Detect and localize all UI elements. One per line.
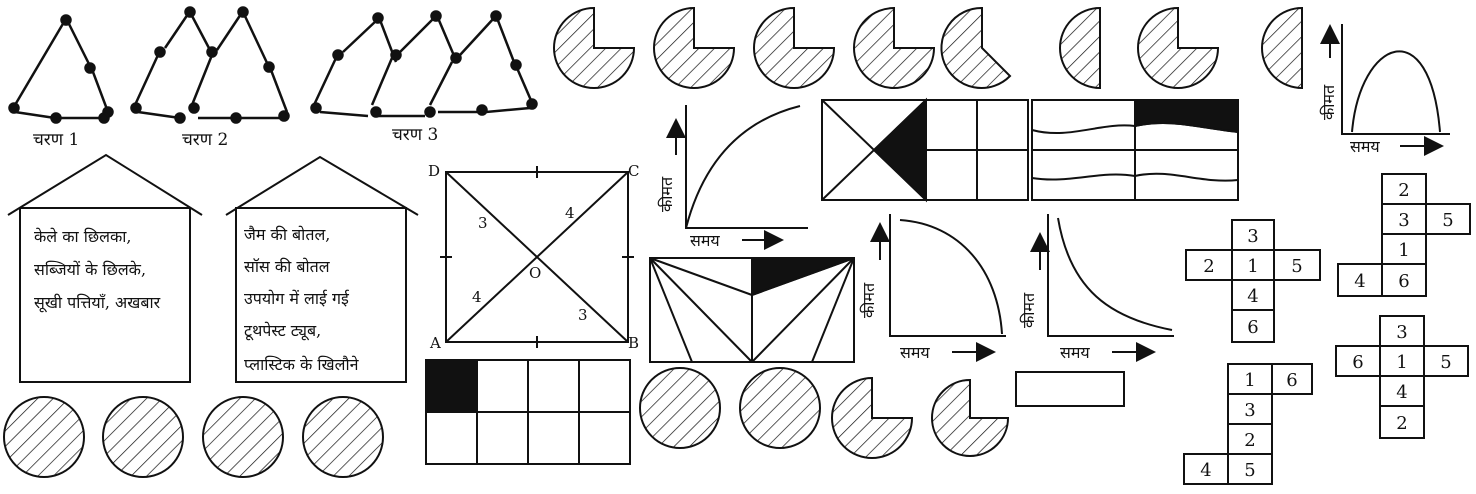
segment-do-label: 3 <box>478 214 488 232</box>
house-1-line-2: सब्जियों के छिलके, <box>34 260 146 279</box>
pie-three-quarter-bottom-1 <box>831 376 914 459</box>
net1-top: 3 <box>1247 226 1258 247</box>
vertex-a-label: A <box>429 334 441 352</box>
step-1-label: चरण 1 <box>33 130 79 150</box>
box-fan-triangles <box>649 257 855 363</box>
house-2-text: जैम की बोतल, सॉस की बोतल उपयोग में लाई ग… <box>244 225 360 374</box>
graph-decreasing-concave <box>870 214 1006 362</box>
graph-rising <box>666 105 808 250</box>
cube-net-2 <box>1337 173 1471 297</box>
pie-three-quarter-4 <box>853 6 936 89</box>
matchstick-step-1 <box>8 14 114 124</box>
square-abcd <box>440 166 634 348</box>
grid-2x4 <box>425 359 631 465</box>
vertex-c-label: C <box>628 162 639 180</box>
graph-4-xlabel: समय <box>1060 343 1090 362</box>
net4-right: 5 <box>1440 352 1451 373</box>
graph-inverted-u <box>1320 24 1450 156</box>
net1-below1: 4 <box>1247 286 1258 307</box>
net3-r2: 3 <box>1244 400 1255 421</box>
segment-ao-label: 4 <box>472 288 482 306</box>
full-circle <box>202 396 284 478</box>
net4-center: 1 <box>1396 352 1407 373</box>
pie-full-bottom-2 <box>739 367 821 449</box>
full-circle <box>3 396 85 478</box>
pie-half-2 <box>1261 6 1303 90</box>
cube-net-1 <box>1185 219 1321 343</box>
pie-half-1 <box>1059 6 1101 90</box>
pie-three-quarter-3 <box>753 6 836 89</box>
full-circle <box>102 396 184 478</box>
graph-4-ylabel: कीमत <box>1019 292 1038 328</box>
pie-full-bottom-1 <box>639 367 721 449</box>
pie-three-quarter-1 <box>553 6 636 89</box>
net3-r4b: 5 <box>1244 460 1255 481</box>
net1-left: 2 <box>1203 256 1214 277</box>
graph-3-xlabel: समय <box>900 343 930 362</box>
net3-r4a: 4 <box>1200 460 1211 481</box>
net2-r1: 2 <box>1398 180 1409 201</box>
segment-ob-label: 3 <box>578 306 588 324</box>
graph-1-xlabel: समय <box>690 231 720 250</box>
pie-three-quarter-5 <box>1137 6 1220 89</box>
house-2-line-5: प्लास्टिक के खिलौने <box>244 355 360 374</box>
net3-r1a: 1 <box>1244 370 1255 391</box>
matchstick-step-3 <box>310 10 538 118</box>
house-1-line-3: सूखी पत्तियाँ, अखबार <box>34 293 161 313</box>
house-2-line-3: उपयोग में लाई गई <box>244 289 350 308</box>
net4-below2: 2 <box>1396 413 1407 434</box>
net3-r3: 2 <box>1244 430 1255 451</box>
net2-r2a: 3 <box>1398 210 1409 231</box>
pie-three-quarter-2 <box>653 6 736 89</box>
vertex-d-label: D <box>428 162 440 180</box>
blank-box <box>1015 371 1125 407</box>
net2-r4a: 4 <box>1354 271 1365 292</box>
net3-r1b: 6 <box>1286 370 1297 391</box>
net2-r2b: 5 <box>1442 210 1453 231</box>
house-2-line-2: सॉस की बोतल <box>244 257 331 276</box>
graph-decreasing-convex <box>1030 214 1174 362</box>
box-wavy-bands <box>1031 99 1239 201</box>
house-non-biodegradable <box>225 155 419 383</box>
house-biodegradable <box>7 153 203 383</box>
net1-right: 5 <box>1291 256 1302 277</box>
house-1-text: केले का छिलका, सब्जियों के छिलके, सूखी प… <box>34 227 161 313</box>
full-circles-row <box>3 396 384 478</box>
net4-top: 3 <box>1396 322 1407 343</box>
house-1-line-1: केले का छिलका, <box>34 227 131 246</box>
graph-3-ylabel: कीमत <box>859 282 878 318</box>
square-labels: D C A B O 3 4 4 3 <box>428 162 639 352</box>
step-2-label: चरण 2 <box>182 130 228 150</box>
vertex-b-label: B <box>628 334 639 352</box>
cube-net-4 <box>1335 315 1469 439</box>
segment-oc-label: 4 <box>565 204 575 222</box>
graph-2-ylabel: कीमत <box>1319 84 1338 120</box>
pie-five-eighths <box>940 6 1012 89</box>
net1-below2: 6 <box>1247 317 1258 338</box>
net2-r3: 1 <box>1398 240 1409 261</box>
center-o-label: O <box>529 264 541 282</box>
graph-1-ylabel: कीमत <box>657 176 676 212</box>
house-2-line-1: जैम की बोतल, <box>244 225 330 244</box>
net1-center: 1 <box>1247 256 1258 277</box>
matchstick-step-2 <box>130 6 290 124</box>
full-circle <box>302 396 384 478</box>
step-3-label: चरण 3 <box>392 125 438 145</box>
house-2-line-4: टूथपेस्ट ट्यूब, <box>244 321 321 341</box>
net2-r4b: 6 <box>1398 271 1409 292</box>
cube-net-3 <box>1183 363 1313 485</box>
box-diagonals-grid <box>821 97 1029 203</box>
graph-2-xlabel: समय <box>1350 137 1380 156</box>
pie-three-quarter-bottom-2 <box>931 378 1010 457</box>
net4-below1: 4 <box>1396 382 1407 403</box>
net4-left: 6 <box>1352 352 1363 373</box>
